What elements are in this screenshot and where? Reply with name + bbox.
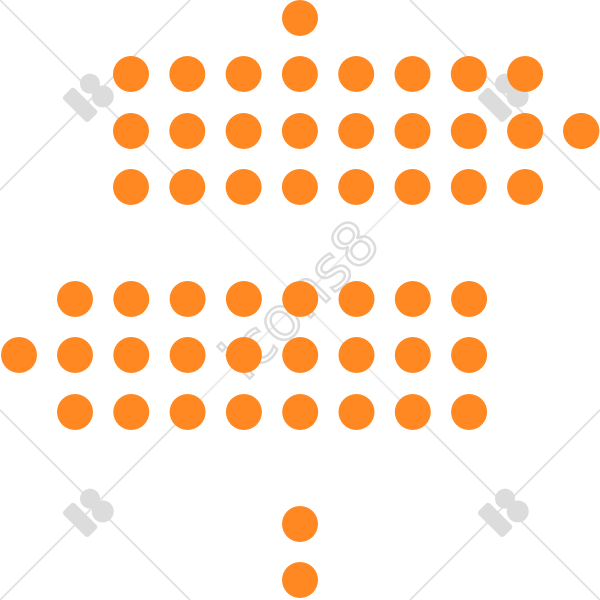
right-arrow-dot (507, 169, 544, 205)
right-arrow-dot (225, 113, 262, 149)
right-arrow-head-dot (563, 113, 599, 149)
right-arrow-dot (507, 56, 544, 92)
left-arrow-head-dot (1, 337, 37, 373)
right-arrow-dot (394, 113, 431, 149)
right-arrow-dot (450, 113, 487, 149)
left-arrow-dot (394, 394, 431, 430)
right-arrow-dot (113, 169, 149, 205)
left-arrow-dot (225, 281, 262, 317)
right-arrow-dot (281, 56, 318, 92)
right-arrow-dot (507, 113, 544, 149)
left-arrow-dot (451, 337, 488, 373)
left-arrow-dot (57, 394, 93, 430)
right-arrow-dot (450, 169, 487, 205)
left-arrow-dot (57, 337, 93, 373)
right-arrow-dot (169, 56, 206, 92)
watermark-logo-icon (62, 488, 114, 538)
right-arrow-dot (169, 169, 206, 205)
left-arrow-dot (57, 281, 93, 317)
right-arrow-dot (225, 56, 262, 92)
left-arrow-dot (338, 281, 375, 317)
arrow-tail-dot (282, 506, 318, 542)
left-arrow-dot (338, 394, 375, 430)
right-arrow-dot (450, 56, 487, 92)
left-arrow-dot (451, 281, 488, 317)
left-arrow-dot (282, 337, 319, 373)
watermark-logo-icon (477, 488, 529, 538)
left-arrow-dot (113, 281, 150, 317)
right-arrow-dot (338, 169, 375, 205)
right-arrow-dot (169, 113, 206, 149)
left-arrow-dot (169, 281, 206, 317)
right-arrow-dot (225, 169, 262, 205)
left-arrow-dot (169, 337, 206, 373)
arrow-tail-dot (282, 562, 318, 598)
left-arrow-dot (394, 281, 431, 317)
right-arrow-dot (338, 113, 375, 149)
right-arrow-dot (281, 113, 318, 149)
right-arrow-dot (394, 56, 431, 92)
left-arrow-dot (169, 394, 206, 430)
left-arrow-dot (113, 337, 150, 373)
left-arrow-dot (282, 281, 319, 317)
watermark-logo-icon (62, 73, 114, 123)
right-arrow-dot (338, 56, 375, 92)
right-arrow-dot (394, 169, 431, 205)
right-arrow-dot (113, 113, 149, 149)
left-arrow-dot (451, 394, 488, 430)
left-arrow-dot (225, 337, 262, 373)
left-arrow-dot (282, 394, 319, 430)
watermark-line (409, 0, 600, 191)
left-arrow-dot (225, 394, 262, 430)
left-arrow-dot (113, 394, 150, 430)
right-arrow-dot (113, 56, 149, 92)
left-arrow-dot (394, 337, 431, 373)
arrow-tail-dot (282, 0, 318, 36)
right-arrow-dot (281, 169, 318, 205)
left-arrow-dot (338, 337, 375, 373)
